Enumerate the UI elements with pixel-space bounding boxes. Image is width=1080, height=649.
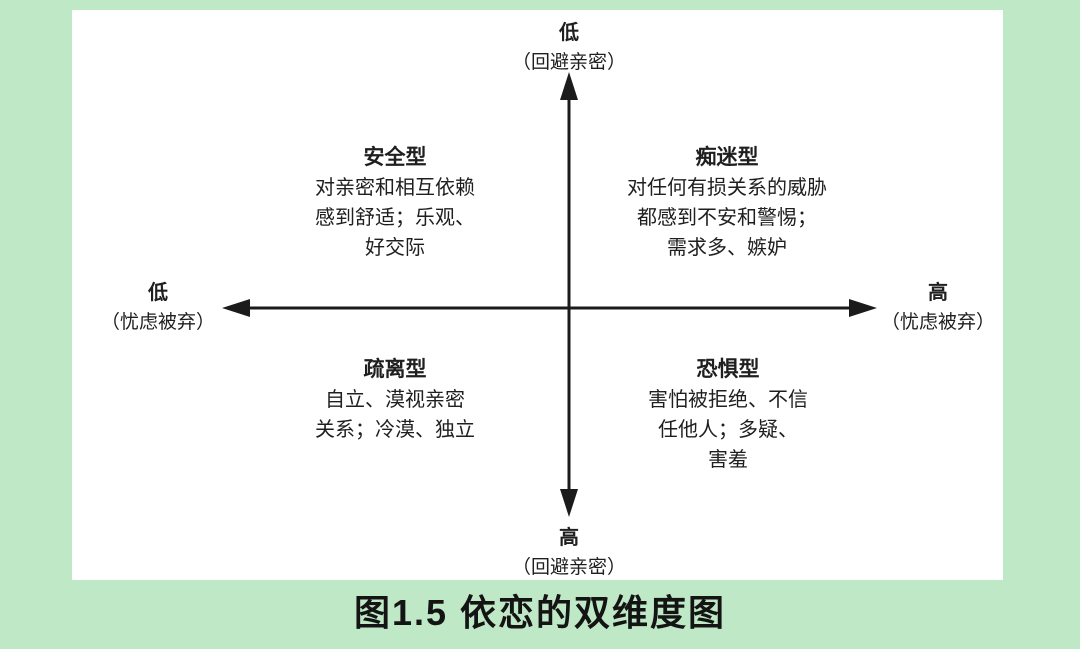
- quadrant-preoccupied-line: 都感到不安和警惕；: [637, 207, 817, 229]
- axis-label-right: 高 （忧虑被弃）: [881, 278, 995, 338]
- left-arrowhead-icon: [222, 299, 250, 317]
- axis-right-dimension: （忧虑被弃）: [880, 312, 996, 333]
- quadrant-fearful: 恐惧型 害怕被拒绝、不信 任他人；多疑、 害羞: [648, 355, 808, 475]
- down-arrowhead-icon: [560, 489, 578, 517]
- diagram-panel: 低 （回避亲密） 高 （回避亲密） 低 （忧虑被弃） 高 （忧虑被弃） 安全型 …: [72, 10, 1003, 580]
- axis-label-bottom: 高 （回避亲密）: [512, 523, 626, 583]
- axis-label-top: 低 （回避亲密）: [512, 18, 626, 78]
- quadrant-preoccupied: 痴迷型 对任何有损关系的威胁 都感到不安和警惕； 需求多、嫉妒: [627, 143, 827, 263]
- quadrant-preoccupied-line: 需求多、嫉妒: [667, 237, 787, 259]
- quadrant-secure-line: 感到舒适；乐观、: [315, 207, 475, 229]
- quadrant-secure-title: 安全型: [363, 146, 427, 169]
- quadrant-secure: 安全型 对亲密和相互依赖 感到舒适；乐观、 好交际: [315, 143, 475, 263]
- quadrant-secure-line: 对亲密和相互依赖: [315, 177, 475, 199]
- axis-right-level: 高: [927, 282, 948, 304]
- up-arrowhead-icon: [560, 72, 578, 100]
- axis-bottom-dimension: （回避亲密）: [511, 557, 627, 578]
- quadrant-fearful-line: 任他人；多疑、: [658, 419, 798, 441]
- quadrant-preoccupied-title: 痴迷型: [695, 146, 759, 169]
- quadrant-dismissing-line: 自立、漠视亲密: [325, 389, 465, 411]
- right-arrowhead-icon: [849, 299, 877, 317]
- figure-caption: 图1.5 依恋的双维度图: [353, 592, 727, 633]
- quadrant-fearful-title: 恐惧型: [696, 358, 760, 381]
- axis-bottom-level: 高: [558, 527, 579, 549]
- axis-left-dimension: （忧虑被弃）: [100, 312, 216, 333]
- axis-label-left: 低 （忧虑被弃）: [101, 278, 215, 338]
- quadrant-preoccupied-line: 对任何有损关系的威胁: [627, 177, 827, 199]
- quadrant-dismissing: 疏离型 自立、漠视亲密 关系；冷漠、独立: [315, 355, 475, 445]
- quadrant-fearful-line: 害怕被拒绝、不信: [648, 389, 808, 411]
- axis-top-level: 低: [558, 22, 579, 44]
- quadrant-fearful-line: 害羞: [708, 449, 748, 471]
- axis-left-level: 低: [147, 282, 168, 304]
- quadrant-secure-line: 好交际: [365, 237, 425, 259]
- axes: [222, 72, 877, 517]
- quadrant-dismissing-title: 疏离型: [363, 358, 427, 381]
- quadrant-dismissing-line: 关系；冷漠、独立: [315, 419, 475, 441]
- axis-top-dimension: （回避亲密）: [511, 52, 627, 73]
